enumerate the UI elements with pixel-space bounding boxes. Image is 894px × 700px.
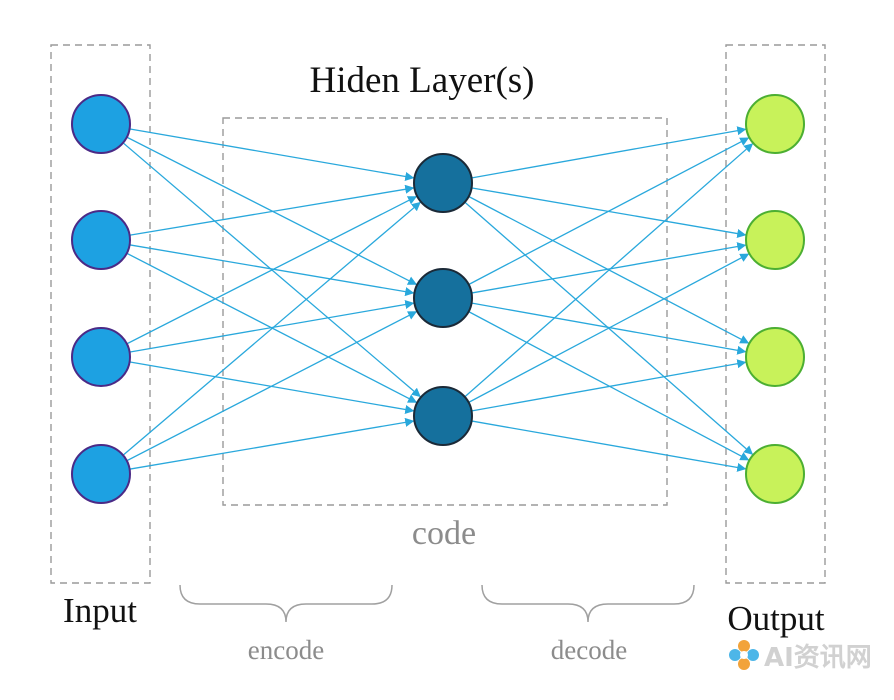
edge-hidden-2-to-output-1 bbox=[467, 137, 750, 286]
edge-hidden-1-to-output-1 bbox=[470, 126, 747, 179]
nodes-group bbox=[71, 94, 805, 504]
edge-hidden-2-to-output-4 bbox=[467, 310, 750, 461]
edge-input-3-to-hidden-1 bbox=[125, 196, 418, 345]
edge-input-2-to-hidden-1 bbox=[128, 184, 415, 237]
hidden-node-2 bbox=[413, 268, 473, 328]
edge-hidden-3-to-output-4 bbox=[470, 420, 747, 472]
hidden-layer-box bbox=[222, 117, 668, 506]
hidden-node-3 bbox=[413, 386, 473, 446]
output-layer-box bbox=[725, 44, 826, 584]
edge-hidden-3-to-output-1 bbox=[463, 143, 754, 398]
edge-input-4-to-hidden-1 bbox=[121, 201, 421, 457]
output-node-3 bbox=[745, 327, 805, 387]
hidden-node-1 bbox=[413, 153, 473, 213]
output-node-1 bbox=[745, 94, 805, 154]
input-label: Input bbox=[63, 591, 137, 630]
edge-input-4-to-hidden-2 bbox=[125, 311, 418, 462]
edge-input-1-to-hidden-1 bbox=[128, 128, 415, 181]
decode-brace bbox=[481, 584, 695, 623]
encode-label: encode bbox=[248, 635, 324, 665]
hidden-layer-title: Hiden Layer(s) bbox=[310, 60, 535, 101]
input-node-3 bbox=[71, 327, 131, 387]
flower-logo-icon bbox=[729, 640, 759, 670]
code-label: code bbox=[412, 515, 476, 552]
connections-group bbox=[121, 126, 754, 472]
output-node-4 bbox=[745, 444, 805, 504]
watermark: AI资讯网 bbox=[729, 640, 872, 673]
input-node-2 bbox=[71, 210, 131, 270]
input-node-4 bbox=[71, 444, 131, 504]
watermark-text: AI资讯网 bbox=[764, 643, 872, 673]
edge-input-1-to-hidden-2 bbox=[125, 136, 418, 285]
decode-label: decode bbox=[551, 635, 627, 665]
edge-hidden-2-to-output-2 bbox=[470, 242, 747, 294]
edge-input-3-to-hidden-2 bbox=[128, 300, 415, 353]
edge-hidden-3-to-output-3 bbox=[470, 359, 747, 412]
output-node-2 bbox=[745, 210, 805, 270]
edge-input-2-to-hidden-2 bbox=[128, 244, 415, 297]
input-node-1 bbox=[71, 94, 131, 154]
input-layer-box bbox=[50, 44, 151, 584]
edge-input-4-to-hidden-3 bbox=[128, 417, 415, 470]
output-label: Output bbox=[727, 599, 825, 638]
edge-hidden-2-to-output-3 bbox=[470, 302, 747, 355]
encode-brace bbox=[179, 584, 393, 623]
edge-hidden-3-to-output-2 bbox=[467, 253, 750, 404]
